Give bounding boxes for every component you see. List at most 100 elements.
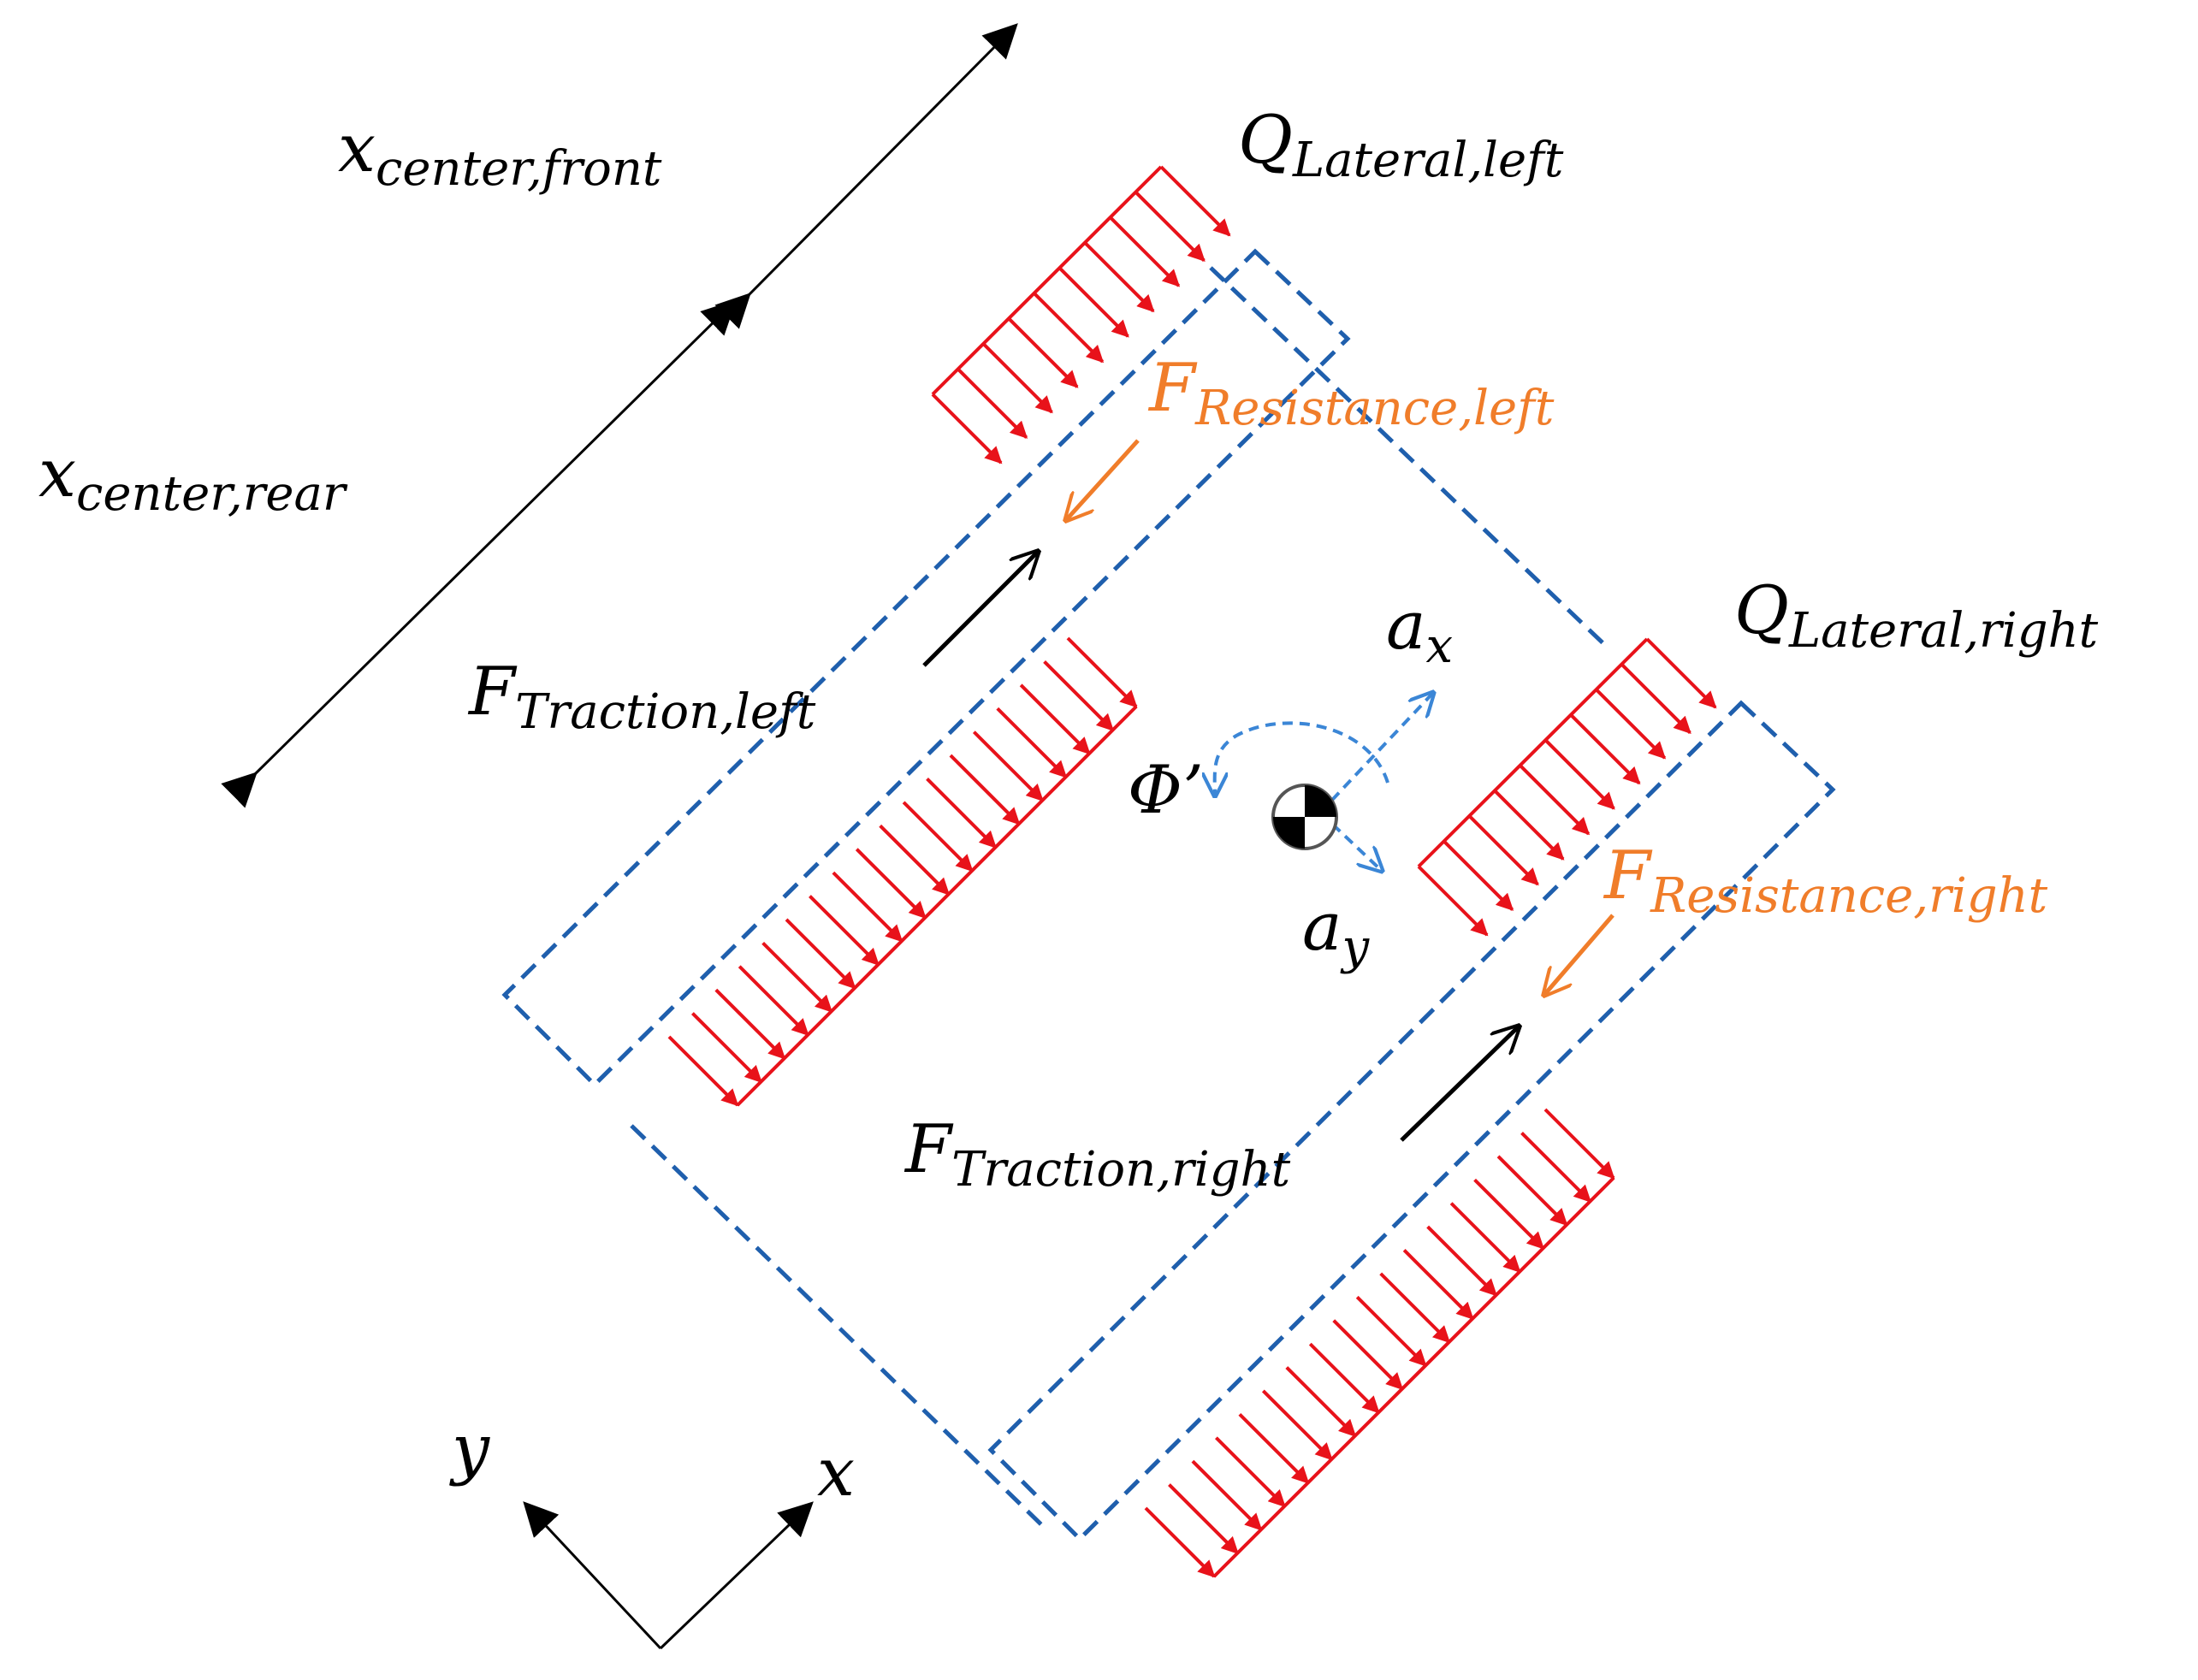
left-rear-load-arrow: [1066, 636, 1138, 708]
label-f-resistance-left: FResistance,left: [1147, 350, 1555, 436]
label-f-resistance-right: FResistance,right: [1603, 837, 2048, 924]
yaw-rate-arc: [1215, 721, 1389, 796]
cog-icon: [1271, 784, 1338, 850]
right-rear-load-arrow: [1285, 1366, 1357, 1437]
left-rear-load-arrow: [738, 965, 809, 1037]
right-rear-load-arrow: [1238, 1412, 1310, 1484]
label-axis-x: x: [817, 1435, 855, 1511]
right-rear-load-arrow: [1379, 1272, 1451, 1344]
label-a-x: ax: [1386, 588, 1453, 674]
label-f-traction-left: FTraction,left: [467, 654, 816, 740]
q-lateral-left-load: [931, 165, 1231, 464]
label-axis-y: y: [449, 1411, 490, 1488]
right-rear-load-arrow: [1355, 1295, 1427, 1367]
right-rear-load-arrow: [1496, 1155, 1568, 1227]
label-x-center-front: xcenter,front: [338, 110, 662, 197]
traction-left-arrow: [922, 552, 1038, 667]
right-rear-load-arrow: [1543, 1108, 1615, 1180]
q-lateral-left-load-arrow: [931, 393, 1003, 464]
distributed-loads: [667, 165, 1717, 1578]
left-rear-load-arrow: [832, 871, 903, 943]
body-edge-front: [1209, 266, 1610, 650]
left-rear-load-arrow: [996, 707, 1068, 778]
right-rear-load-arrow: [1308, 1342, 1380, 1414]
label-x-center-rear: xcenter,rear: [39, 435, 348, 522]
right-rear-load-arrow: [1332, 1319, 1404, 1391]
left-rear-load-arrow: [855, 848, 927, 920]
right-rear-load-arrow: [1261, 1389, 1333, 1461]
resistance-arrows: [1066, 439, 1614, 995]
q-lateral-right-load-baseline: [1417, 637, 1649, 868]
resistance-right-arrow: [1544, 914, 1614, 995]
left-rear-load-arrow: [690, 1012, 762, 1084]
left-rear-load-arrow: [809, 895, 880, 966]
wheelbase-dimensions: [221, 23, 1018, 808]
q-lateral-left-load-arrow: [1033, 292, 1105, 364]
right-rear-load-arrow: [1473, 1178, 1545, 1250]
x-center-front-dimension: [714, 23, 1018, 329]
axis-x-arrow: [659, 1501, 814, 1650]
label-a-y: ay: [1302, 889, 1371, 975]
q-lateral-right-load-arrow: [1443, 840, 1514, 911]
q-lateral-right-load-arrow: [1493, 789, 1565, 861]
left-rear-load-arrow: [667, 1035, 739, 1107]
a-y-arrow: [1318, 811, 1382, 871]
left-rear-load-arrow: [714, 988, 786, 1060]
left-rear-load-baseline: [736, 705, 1138, 1107]
right-rear-load: [1144, 1108, 1615, 1578]
coordinate-axes: [523, 1501, 814, 1650]
left-rear-load-arrow: [949, 754, 1021, 825]
acceleration-vectors: [1215, 693, 1433, 871]
right-rear-load-arrow: [1214, 1436, 1286, 1508]
q-lateral-right-load-arrow: [1467, 814, 1539, 886]
q-lateral-left-load-arrow: [1007, 316, 1079, 388]
left-track-outline: [501, 248, 1351, 1088]
right-rear-load-arrow: [1449, 1202, 1521, 1274]
q-lateral-left-load-arrow: [1109, 216, 1181, 287]
q-lateral-right-load-arrow: [1569, 713, 1641, 785]
label-q-lateral-right: QLateral,right: [1734, 572, 2099, 659]
q-lateral-left-load-arrow: [1058, 266, 1129, 338]
resistance-left-arrow: [1066, 439, 1140, 520]
label-f-traction-right: FTraction,right: [903, 1111, 1291, 1198]
left-rear-load: [667, 636, 1138, 1107]
q-lateral-left-load-arrow: [1083, 241, 1155, 313]
traction-arrows: [922, 552, 1519, 1142]
left-rear-load-arrow: [879, 824, 951, 896]
label-yaw-rate: Φ’: [1128, 752, 1204, 829]
left-rear-load-arrow: [926, 778, 997, 849]
right-rear-load-arrow: [1520, 1131, 1591, 1203]
q-lateral-right-load-arrow: [1519, 764, 1591, 836]
labels: xcenter,front xcenter,rear QLateral,left…: [39, 102, 2099, 1511]
right-track-outline: [987, 700, 1836, 1542]
body-edge-rear: [630, 1124, 1050, 1533]
q-lateral-left-load-arrow: [957, 368, 1028, 439]
q-lateral-right-load-arrow: [1417, 865, 1489, 937]
q-lateral-left-load-arrow: [981, 342, 1053, 414]
right-rear-load-arrow: [1168, 1483, 1239, 1555]
vehicle-body-outline: [501, 248, 1836, 1542]
q-lateral-right-load-arrow: [1543, 738, 1615, 810]
q-lateral-right-load: [1417, 637, 1717, 937]
left-rear-load-arrow: [785, 918, 856, 990]
q-lateral-right-load-arrow: [1595, 688, 1667, 760]
right-rear-load-arrow: [1144, 1506, 1216, 1578]
traction-right-arrow: [1400, 1026, 1519, 1142]
left-rear-load-arrow: [902, 801, 974, 873]
right-rear-load-arrow: [1191, 1459, 1263, 1531]
q-lateral-left-load-baseline: [931, 165, 1163, 396]
x-center-rear-dimension: [221, 299, 737, 808]
right-rear-load-arrow: [1402, 1249, 1474, 1320]
q-lateral-right-load-arrow: [1645, 637, 1717, 709]
left-rear-load-arrow: [972, 731, 1044, 802]
right-rear-load-baseline: [1212, 1176, 1615, 1578]
left-rear-load-arrow: [1019, 683, 1091, 755]
label-q-lateral-left: QLateral,left: [1238, 102, 1564, 188]
axis-y-arrow: [523, 1501, 662, 1650]
a-x-arrow: [1318, 693, 1433, 814]
left-rear-load-arrow: [761, 941, 833, 1013]
right-rear-load-arrow: [1426, 1225, 1498, 1297]
q-lateral-left-load-arrow: [1134, 191, 1206, 262]
